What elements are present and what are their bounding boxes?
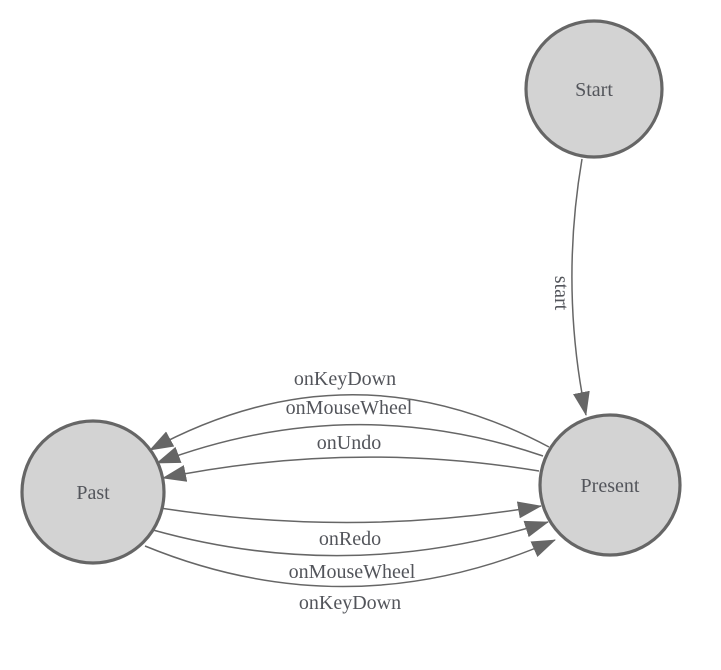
edge-label-start: start	[550, 276, 572, 311]
state-node-present: Present	[538, 413, 682, 557]
edge-line-onundo	[162, 456, 540, 482]
edge-label-onmousewheel-top: onMouseWheel	[286, 397, 413, 419]
edge-present-to-past-onmousewheel: onMouseWheel	[156, 397, 544, 464]
edge-line-onmousewheel-top	[156, 423, 544, 464]
edge-line-onkeydown-bottom	[144, 539, 556, 588]
edge-line-onkeydown-top	[149, 394, 550, 451]
state-node-start: Start	[524, 19, 664, 159]
edge-present-to-past-onundo: onUndo	[162, 432, 540, 482]
state-node-present-label: Present	[581, 475, 640, 497]
state-node-present-circle	[538, 413, 682, 557]
edge-line-onredo	[159, 501, 542, 524]
edge-start-to-present: start	[550, 158, 590, 416]
edge-label-onkeydown-bottom: onKeyDown	[299, 592, 401, 614]
edge-label-onmousewheel-bottom: onMouseWheel	[289, 561, 416, 583]
state-node-start-label: Start	[575, 79, 613, 101]
edge-past-to-present-onmousewheel: onMouseWheel	[152, 520, 549, 583]
state-node-start-circle	[524, 19, 664, 159]
edge-line-onmousewheel-bottom	[152, 520, 549, 557]
state-node-past-label: Past	[76, 482, 110, 504]
edge-label-onredo: onRedo	[319, 528, 381, 550]
edge-label-onundo: onUndo	[317, 432, 381, 454]
state-node-past-circle	[20, 419, 166, 565]
edge-line-start	[571, 158, 590, 416]
edge-present-to-past-onkeydown: onKeyDown	[149, 368, 550, 451]
edge-past-to-present-onkeydown: onKeyDown	[144, 539, 556, 614]
edge-past-to-present-onredo: onRedo	[159, 501, 542, 550]
edge-label-onkeydown-top: onKeyDown	[294, 368, 396, 390]
state-node-past: Past	[20, 419, 166, 565]
